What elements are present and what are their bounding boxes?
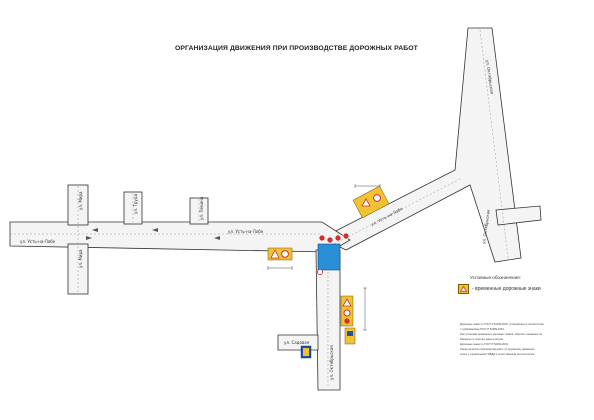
sign-board-sadovaya (300, 345, 312, 359)
legend-title: Условные обозначения: (470, 275, 521, 280)
note-item: Перед началом производства работ по доро… (460, 347, 588, 352)
street-label-ust-na-labe-mid: ул. Усть-на-Лабе (228, 229, 264, 234)
note-item: схему с управлением ГИБДД и ответственны… (460, 352, 588, 357)
no-entry-sign-icon (342, 232, 350, 240)
road-northeast-avenue (321, 27, 522, 263)
note-item: Дорожные знаки по ГОСТ Р 52290-2004, уст… (460, 322, 588, 327)
street-label-oktyabrskaya-east: ул. Октябрьская (481, 209, 491, 245)
road-trud (123, 191, 143, 225)
scheme-title: ОРГАНИЗАЦИЯ ДВИЖЕНИЯ ПРИ ПРОИЗВОДСТВЕ ДО… (175, 45, 418, 52)
note-item: При установке временных дорожных знаков,… (460, 332, 588, 337)
no-entry-sign-icon (373, 194, 381, 202)
street-label-mira-north: ул. Мира (78, 191, 83, 210)
temporary-road-sign-icon (458, 284, 469, 294)
warning-sign-icon (342, 298, 352, 307)
street-label-oktyabrskaya-south: ул. Октябрьская (329, 345, 334, 380)
speed-limit-sign-icon (343, 309, 351, 317)
sign-board-avenue (352, 185, 390, 219)
speed-limit-sign-icon (281, 250, 289, 258)
legend-item: - временные дорожные знаки (458, 284, 541, 294)
no-entry-sign-icon (318, 234, 326, 242)
no-entry-sign-icon (334, 234, 342, 242)
street-label-mira-south: ул. Мира (78, 249, 83, 268)
sign-board-west (267, 247, 293, 261)
note-item: Размеры по чертежу даны в метрах. (460, 337, 588, 342)
street-label-sadovaya: ул. Садовая (284, 340, 310, 345)
road-oktyabrskaya-east (495, 205, 542, 226)
legend-item-label: - временные дорожные знаки (472, 286, 541, 292)
street-label-ust-na-labe-west: ул. Усть-на-Лабе (20, 239, 56, 244)
dimension-lines (267, 184, 381, 331)
warning-sign-icon (361, 198, 371, 207)
road-mira-north (67, 184, 89, 226)
notes-list: Дорожные знаки по ГОСТ Р 52290-2004, уст… (452, 322, 588, 357)
sign-board-south (340, 295, 354, 327)
sign-board-south-lower (344, 327, 356, 345)
note-item: Дорожные знаки по ГОСТ Р 52290-2004. (460, 342, 588, 347)
warning-sign-icon (270, 249, 280, 259)
prohibit-sign-icon (316, 268, 323, 275)
street-labels: ул. Усть-на-Лабе ул. Мира ул. Мира ул. Труд… (20, 59, 495, 380)
street-label-lenina: ул. Ленина (199, 196, 204, 220)
lane-markings (10, 29, 509, 388)
no-entry-sign-icon (344, 318, 350, 324)
work-zone (317, 243, 341, 271)
no-entry-sign-icon (326, 236, 334, 244)
street-label-trud: ул. Труда (133, 193, 138, 214)
street-label-oktyabrskaya-north: ул. Октябрьская (485, 59, 495, 95)
sign-cluster-intersection (316, 232, 350, 275)
road-main-street (9, 221, 351, 253)
note-item: с требованиями ГОСТ Р 52289-2004. (460, 327, 588, 332)
direction-arrows (86, 228, 220, 240)
